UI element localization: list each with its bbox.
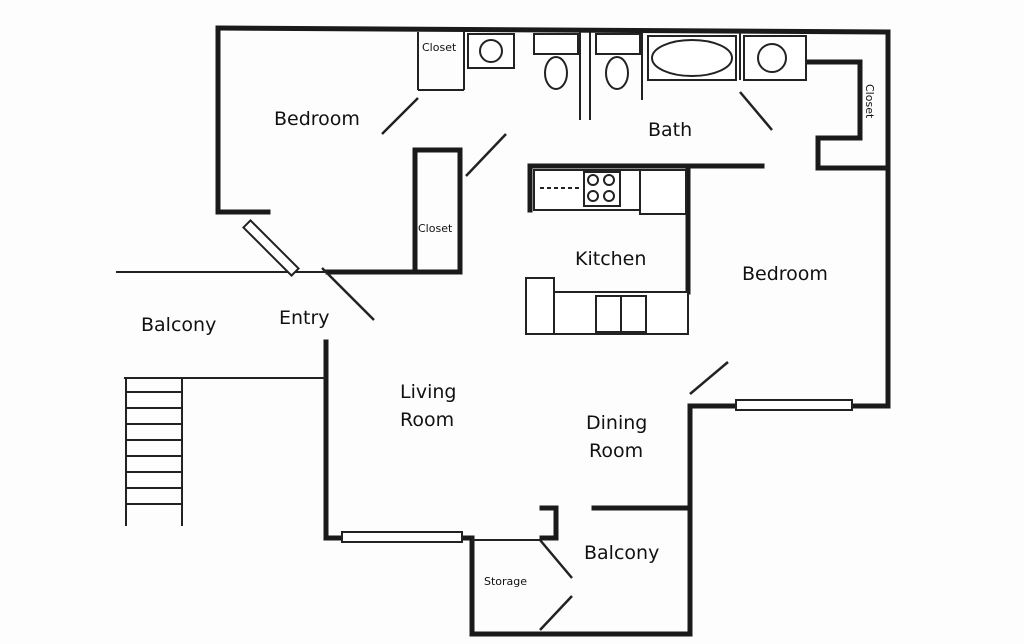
window-bedroom-right (735, 399, 853, 411)
label-balcony-bottom: Balcony (584, 542, 659, 564)
label-storage: Storage (484, 575, 527, 588)
window-living (341, 531, 463, 543)
label-entry: Entry (279, 307, 330, 329)
label-balcony-left: Balcony (141, 314, 216, 336)
label-living-line2: Room (400, 409, 454, 431)
label-kitchen: Kitchen (575, 248, 646, 270)
toilet-right-icon (605, 56, 629, 90)
label-closet-middle: Closet (418, 222, 453, 235)
window-bedroom-left (242, 219, 300, 277)
toilet-left-icon (544, 56, 568, 90)
fixtures (125, 33, 853, 543)
toilet-tank-right (595, 33, 641, 55)
toilet-tank-left (533, 33, 579, 55)
label-living-line1: Living (400, 381, 457, 403)
label-bath: Bath (648, 119, 692, 141)
label-dining-line1: Dining (586, 412, 647, 434)
label-closet-top: Closet (422, 41, 457, 54)
walls (116, 25, 891, 637)
stairs-icon (125, 378, 183, 526)
room-labels: Bedroom Closet Bath Closet Closet Kitche… (141, 41, 876, 588)
doors (321, 91, 773, 631)
label-dining-line2: Room (589, 440, 643, 462)
label-closet-right: Closet (863, 84, 876, 119)
label-bedroom-right: Bedroom (742, 263, 828, 285)
label-bedroom-left: Bedroom (274, 108, 360, 130)
